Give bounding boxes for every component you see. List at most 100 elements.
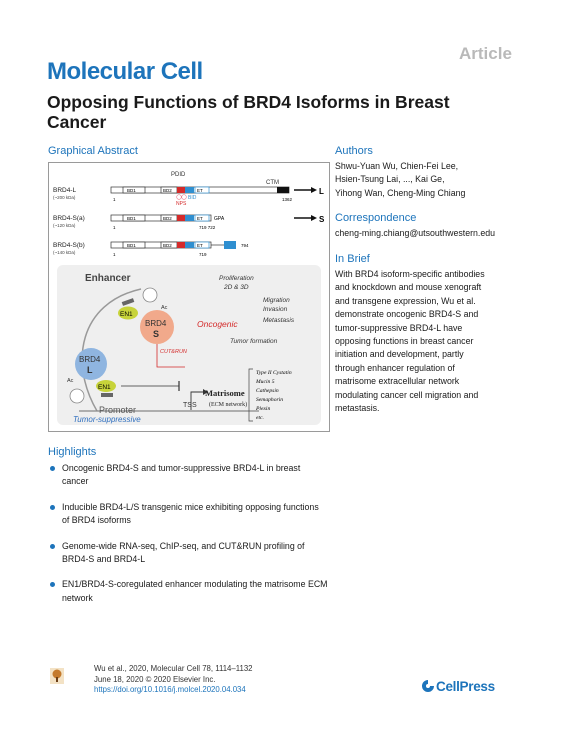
authors-heading: Authors [335,145,373,157]
enhancer-label: Enhancer [85,273,131,284]
author-line-2: Hsien-Tsung Lai, ..., Kai Ge, [335,174,445,185]
citation-line: Wu et al., 2020, Molecular Cell 78, 1114… [94,664,253,673]
isoform-l-et [194,186,210,194]
isoform-sa-bd2-label: BD2 [163,216,172,221]
isoform-sb-bd1-label: BD1 [127,243,136,248]
tss-arrow [190,391,203,410]
in-brief-line: matrisome extracellular network [335,376,460,387]
isoform-l-bd1 [122,186,146,194]
isoform-sa-size: (~120 kDa) [53,223,76,228]
target-3: Cathepsin [256,388,279,394]
promoter-label: Promoter [99,405,136,415]
bullet-icon [50,582,55,588]
author-line-3: Yihong Wan, Cheng-Ming Chiang [335,187,466,198]
in-brief-text: With BRD4 isoform-specific antibodies an… [335,268,535,415]
dna-loop [81,288,142,412]
enhancer-ac-label: Ac [161,305,168,311]
bid-label: BID [188,195,197,201]
cut-run-connector [156,344,185,368]
bullet-icon [50,504,55,510]
pp-circle-1 [176,194,182,200]
isoform-sb-nps-block [177,242,185,248]
graphical-abstract-heading: Graphical Abstract [48,145,138,157]
author-line-1: Shwu-Yuan Wu, Chien-Fei Lee, [335,161,459,171]
promoter-nucleosome [69,388,85,404]
in-brief-line: With BRD4 isoform-specific antibodies [335,269,485,279]
correspondence-email[interactable]: cheng-ming.chiang@utsouthwestern.edu [335,228,496,238]
metastasis-label: Metastasis [263,317,295,324]
isoform-l-bd2-label: BD2 [163,188,172,193]
brd4-l-label: BRD4 [79,355,101,364]
elsevier-tree-icon [50,668,64,684]
highlights-heading: Highlights [48,446,97,458]
isoform-sb-name: BRD4-S(b) [53,242,85,249]
oncogenic-label: Oncogenic [197,319,238,329]
target-6: etc. [256,415,264,421]
isoform-sa-name: BRD4-S(a) [53,215,85,222]
matrisome-label: Matrisome [205,388,245,398]
authors-list[interactable]: Shwu-Yuan Wu, Chien-Fei Lee, Hsien-Tsung… [335,160,535,200]
isoform-sa-arrow-label: S [319,215,325,224]
in-brief-heading: In Brief [335,253,370,265]
tss-label: TSS [183,402,197,409]
isoform-sa-nps-block [177,215,185,221]
isoform-l-size: (~200 kDa) [53,195,76,200]
invasion-label: Invasion [263,306,288,313]
promoter-block [101,393,113,397]
isoform-sa-et-label: ET [197,216,203,221]
highlight-item: Genome-wide RNA-seq, ChIP-seq, and CUT&R… [48,540,328,567]
isoform-l-arrowhead [311,187,317,193]
in-brief-line: modulating cancer cell migration and [335,389,479,400]
isoform-sa-et [194,214,210,222]
highlight-item: Oncogenic BRD4-S and tumor-suppressive B… [48,462,328,489]
highlight-item: Inducible BRD4-L/S transgenic mice exhib… [48,501,328,528]
en1-label-promoter: EN1 [98,384,111,391]
isoform-sb-bd2-label: BD2 [163,243,172,248]
target-bracket [248,368,253,422]
in-brief-line: tumor-suppressive BRD4-L have [335,322,463,333]
isoform-sa-bd1 [122,214,146,222]
bullet-icon [50,466,55,471]
in-brief-line: and transgene expression, Wu et al. [335,295,476,306]
brd4-l-circle [75,348,107,380]
pp-circle-2 [181,194,187,200]
isoform-sa-arrowhead [311,215,317,221]
promoter-ac-label: Ac [67,378,74,384]
cellpress-logo-icon [422,680,434,692]
isoform-sa-gpa: GPA [214,216,225,222]
isoform-sb-end: 719 [199,252,207,257]
in-brief-line: initiation and development, partly [335,349,464,360]
article-type-label: Article [459,44,512,63]
date-line: June 18, 2020 © 2020 Elsevier Inc. [94,674,216,684]
isoform-l-start: 1 [113,197,116,202]
isoform-l-name: BRD4-L [53,187,77,194]
isoform-l-ctm-block [277,187,289,193]
isoform-l-end: 1362 [282,197,293,202]
journal-name[interactable]: Molecular Cell [47,58,203,85]
highlight-item: EN1/BRD4-S-coregulated enhancer modulati… [48,578,328,605]
ctm-label: CTM [266,180,279,186]
target-2: Mucin 5 [255,379,275,385]
tumor-suppressive-label: Tumor-suppressive [73,415,141,424]
brd4-s-circle [140,310,174,344]
tss-arrowhead [203,389,208,395]
en1-ellipse-enhancer [118,306,138,320]
migration-label: Migration [263,297,290,304]
isoform-sa-bid-block [185,215,194,221]
target-4: Semaphorin [256,397,283,403]
doi-link[interactable]: https://doi.org/10.1016/j.molcel.2020.04… [94,685,246,695]
in-brief-line: through enhancer regulation of [335,362,455,373]
brd4-s-letter: S [153,329,159,339]
en1-label-enhancer: EN1 [120,311,133,318]
isoform-sb-et [194,241,210,249]
cellpress-logo[interactable]: CellPress [436,679,495,694]
isoform-sb-size: (~140 kDa) [53,250,76,255]
proliferation-2d3d-label: 2D & 3D [223,284,249,291]
target-1: Type II Cystatin [256,370,292,376]
isoform-l-et-label: ET [197,188,203,193]
isoform-sb-et-label: ET [197,243,203,248]
citation-footer: Wu et al., 2020, Molecular Cell 78, 1114… [94,664,253,696]
isoform-l-nps-block [177,187,185,193]
graphical-abstract-figure: PDID CTM BRD4-L (~200 kDa) BD1 BD2 ET L … [48,162,330,432]
article-title: Opposing Functions of BRD4 Isoforms in B… [47,92,450,132]
